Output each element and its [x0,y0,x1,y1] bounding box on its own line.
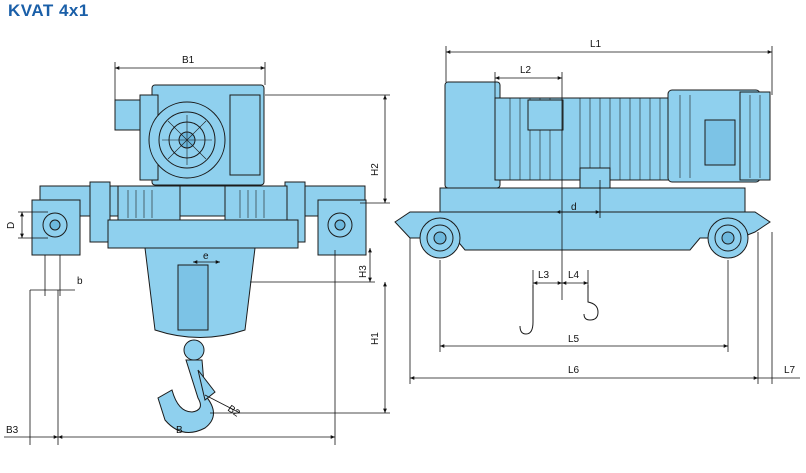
label-L3: L3 [538,270,550,281]
side-dimensions [409,46,800,384]
label-B3: B3 [6,425,19,436]
label-B1: B1 [182,55,195,66]
label-L4: L4 [568,270,580,281]
front-dimensions [4,62,390,445]
label-H3: H3 [358,265,369,278]
label-H2: H2 [370,163,381,176]
label-L5: L5 [568,334,580,345]
side-dimension-labels: L1 L2 d L3 L4 L5 L6 L7 [520,39,796,376]
label-H1: H1 [370,332,381,345]
front-crossbeam [39,185,366,217]
label-D: D [6,222,17,229]
front-view [31,84,367,433]
label-d: d [571,202,577,213]
label-L1: L1 [590,39,602,50]
label-L7: L7 [784,365,796,376]
front-dimension-labels: B1 H2 D b e H3 H1 B2 B3 B [6,55,381,436]
hook-eye [183,339,205,361]
page-title: KVAT 4x1 [8,1,89,20]
label-B: B [176,425,183,436]
centre-carriage [107,219,299,249]
side-hooks [519,285,599,335]
label-B2: B2 [225,403,242,419]
hoist-drum [494,97,671,181]
left-drive-motor [117,185,181,223]
label-b: b [77,276,83,287]
side-view [394,81,771,259]
label-L2: L2 [520,65,532,76]
label-L6: L6 [568,365,580,376]
gearbox [444,81,501,189]
label-e: e [203,251,209,262]
